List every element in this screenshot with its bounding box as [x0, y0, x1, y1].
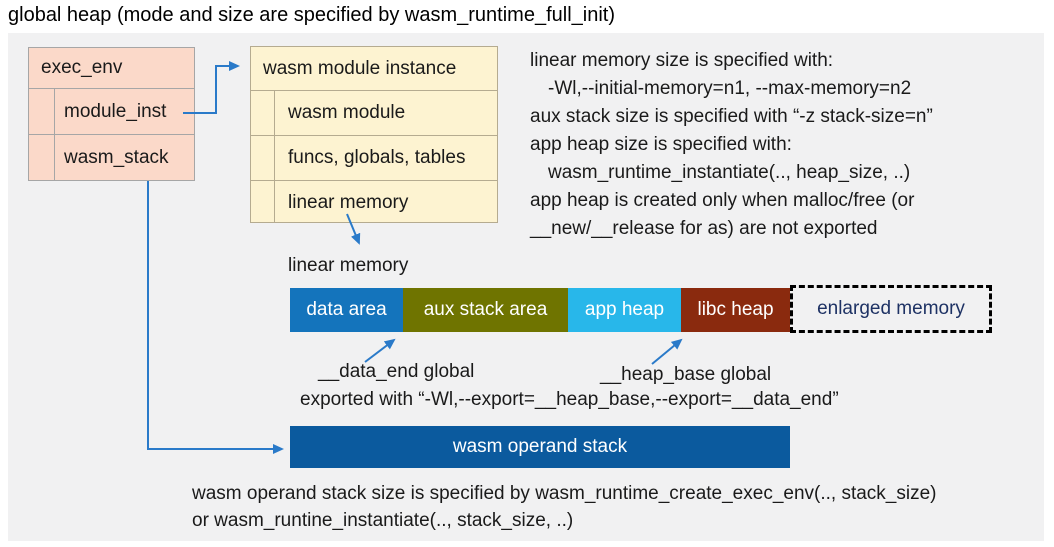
module-instance-divider	[274, 91, 275, 223]
note-line: app heap size is specified with:	[530, 134, 792, 155]
segment-enlarged-memory: enlarged memory	[790, 285, 992, 333]
data-end-global-label: __data_end global	[318, 361, 475, 382]
module-instance-row-linear-memory: linear memory	[288, 191, 409, 213]
exported-with-label: exported with “-Wl,--export=__heap_base,…	[300, 389, 839, 410]
linear-memory-label: linear memory	[288, 255, 409, 276]
note-line: __new/__release for as) are not exported	[530, 218, 878, 239]
exec-env-row-wasm-stack: wasm_stack	[64, 147, 169, 168]
footer-line: or wasm_runtine_instantiate(.., stack_si…	[192, 510, 574, 531]
wasm-module-instance-box: wasm module instance wasm module funcs, …	[250, 46, 498, 223]
exec-env-title: exec_env	[29, 48, 194, 89]
notes-block: linear memory size is specified with: -W…	[530, 47, 1040, 243]
heap-base-global-label: __heap_base global	[600, 364, 772, 385]
exec-env-box: exec_env module_inst wasm_stack	[28, 47, 195, 181]
segment-aux-stack-area: aux stack area	[403, 288, 568, 332]
module-instance-title: wasm module instance	[251, 47, 497, 91]
footer-line: wasm operand stack size is specified by …	[192, 483, 937, 504]
note-line: app heap is created only when malloc/fre…	[530, 190, 915, 211]
note-line: linear memory size is specified with:	[530, 50, 834, 71]
diagram-title: global heap (mode and size are specified…	[8, 4, 615, 26]
note-line: aux stack size is specified with “-z sta…	[530, 106, 933, 127]
module-instance-row-wasm-module: wasm module	[251, 91, 497, 136]
footer-text: wasm operand stack size is specified by …	[192, 480, 937, 534]
wasm-operand-stack-bar: wasm operand stack	[290, 426, 790, 468]
linear-memory-bar: data area aux stack area app heap libc h…	[290, 288, 790, 332]
segment-app-heap: app heap	[568, 288, 681, 332]
exec-env-row-module-inst: module_inst	[29, 89, 194, 135]
note-line: wasm_runtime_instantiate(.., heap_size, …	[548, 162, 911, 183]
module-instance-row-funcs: funcs, globals, tables	[251, 136, 497, 181]
segment-libc-heap: libc heap	[681, 288, 790, 332]
segment-data-area: data area	[290, 288, 403, 332]
exec-env-divider	[54, 89, 55, 181]
note-line: -Wl,--initial-memory=n1, --max-memory=n2	[548, 78, 912, 99]
